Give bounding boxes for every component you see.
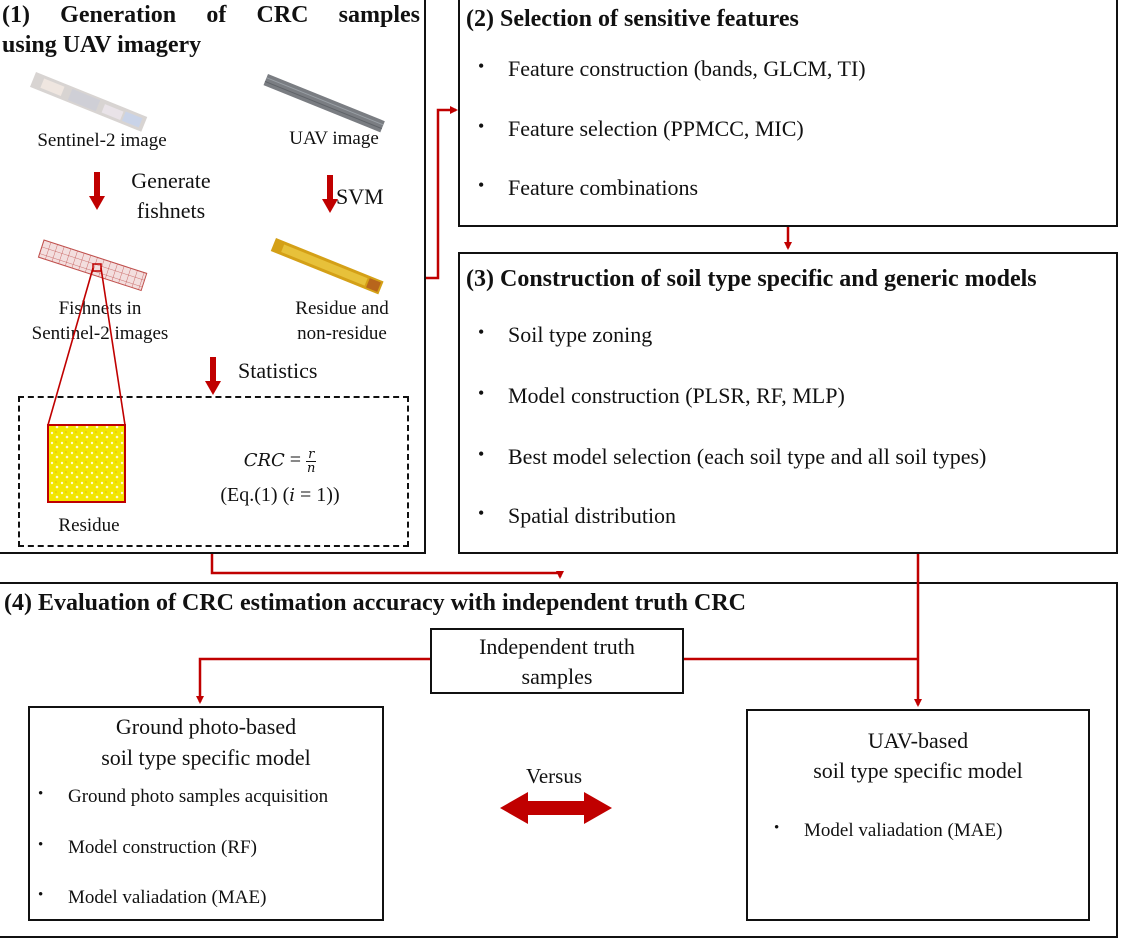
sentinel-image-label: Sentinel-2 image xyxy=(37,130,167,151)
residue-nonresidue-label-2: non-residue xyxy=(297,323,387,344)
section3-item: Spatial distribution xyxy=(478,503,676,529)
statistics-label: Statistics xyxy=(238,358,318,383)
generate-fishnets-label-2: fishnets xyxy=(136,198,206,223)
zoom-lines xyxy=(47,263,126,426)
truth-samples-line1: Independent truth xyxy=(479,634,635,659)
uav-image xyxy=(263,74,385,133)
versus-double-arrow xyxy=(500,792,612,824)
uav-model-title-line1: UAV-based xyxy=(867,728,969,753)
equation-ref-post: = 1)) xyxy=(295,484,340,506)
residue-nonresidue-image xyxy=(270,238,384,295)
residue-tile xyxy=(47,424,126,503)
svm-label: SVM xyxy=(336,184,384,209)
svm-arrow xyxy=(322,175,338,213)
connector-s1-to-s2 xyxy=(426,106,458,280)
ground-model-item: Model valiadation (MAE) xyxy=(38,887,266,909)
equation-eq: = xyxy=(289,449,302,472)
generate-fishnets-arrow xyxy=(89,172,105,210)
ground-model-item: Model construction (RF) xyxy=(38,837,257,859)
connector-truth-to-ground xyxy=(196,657,430,704)
crc-equation: CRC = r n xyxy=(200,448,360,475)
section3-item: Model construction (PLSR, RF, MLP) xyxy=(478,383,845,409)
equation-ref-pre: (Eq.(1) ( xyxy=(220,484,290,506)
section3-title: (3) Construction of soil type specific a… xyxy=(466,266,1037,292)
generate-fishnets-label-1: Generate xyxy=(131,168,211,193)
truth-samples-line2: samples xyxy=(521,664,593,689)
equation-numerator: r xyxy=(306,447,317,462)
ground-model-title-line2: soil type specific model xyxy=(101,745,311,770)
equation-reference: (Eq.(1) (i = 1)) xyxy=(190,484,370,507)
section1-title-line2: using UAV imagery xyxy=(2,32,202,58)
residue-nonresidue-label-1: Residue and xyxy=(295,298,389,319)
ground-model-item: Ground photo samples acquisition xyxy=(38,786,328,808)
truth-samples-box xyxy=(430,628,684,694)
section2-item: Feature selection (PPMCC, MIC) xyxy=(478,116,804,142)
equation-denominator: n xyxy=(307,461,316,476)
ground-model-box xyxy=(28,706,384,921)
section2-item: Feature combinations xyxy=(478,175,698,201)
uav-model-box xyxy=(746,709,1090,921)
section2-title: (2) Selection of sensitive features xyxy=(466,6,799,32)
section3-item: Best model selection (each soil type and… xyxy=(478,444,986,470)
uav-image-label: UAV image xyxy=(289,128,379,149)
equation-lhs: CRC xyxy=(243,450,285,472)
section4-title: (4) Evaluation of CRC estimation accurac… xyxy=(4,590,746,616)
statistics-arrow xyxy=(205,357,221,395)
equation-fraction: r n xyxy=(306,447,317,476)
statistics-dashed-box xyxy=(18,396,409,547)
section1-title-line1: (1) Generation of CRC samples xyxy=(2,2,420,28)
sentinel-image xyxy=(30,72,148,132)
fishnet-label-2: Sentinel-2 images xyxy=(31,323,169,344)
ground-model-title-line1: Ground photo-based xyxy=(115,714,297,739)
equation-ref-var: i xyxy=(289,485,295,506)
uav-model-title-line2: soil type specific model xyxy=(813,758,1023,783)
residue-tile-label: Residue xyxy=(58,515,120,536)
versus-label: Versus xyxy=(526,764,582,788)
uav-model-item: Model valiadation (MAE) xyxy=(774,820,1002,842)
connector-s1-to-s4 xyxy=(210,554,564,579)
section2-item: Feature construction (bands, GLCM, TI) xyxy=(478,56,866,82)
section3-item: Soil type zoning xyxy=(478,322,652,348)
